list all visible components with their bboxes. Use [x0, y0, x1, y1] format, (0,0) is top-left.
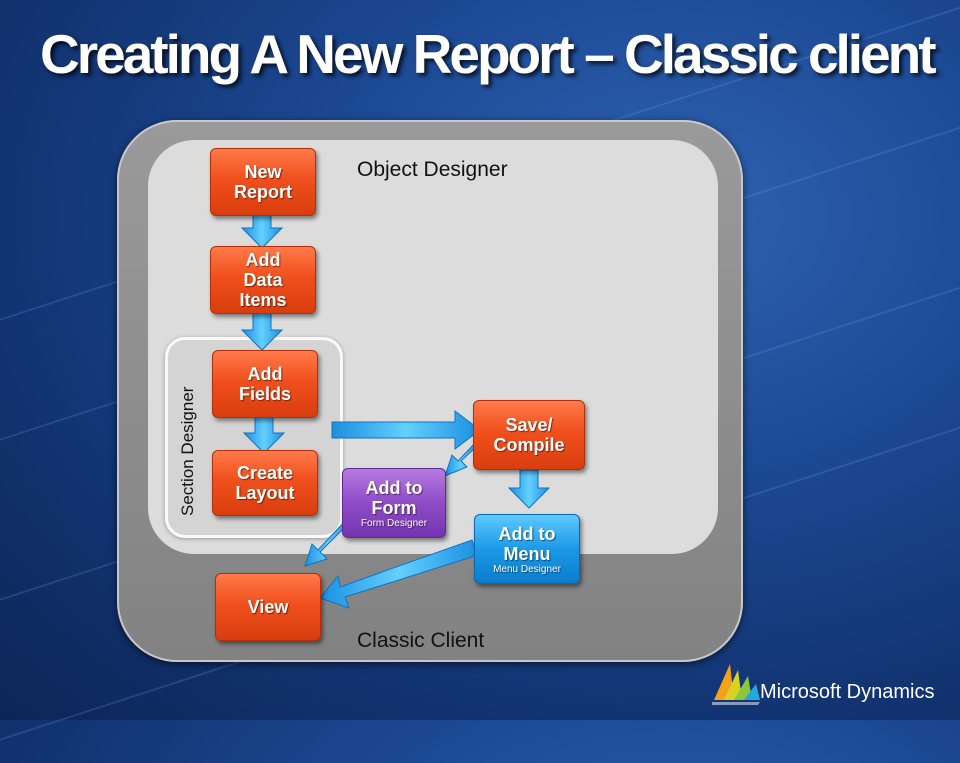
microsoft-dynamics-logo-icon	[712, 664, 760, 705]
step-create-layout: Create Layout	[212, 450, 318, 516]
step-new-report-label: New Report	[234, 162, 292, 202]
step-view: View	[215, 573, 321, 641]
step-create-layout-label: Create Layout	[235, 463, 295, 503]
step-save-compile-label: Save/ Compile	[493, 415, 565, 455]
step-add-data-items-label: Add Data Items	[239, 250, 287, 310]
microsoft-dynamics-logo-text: Microsoft Dynamics	[760, 681, 935, 703]
arrow-add-to-form-to-view	[304, 519, 351, 567]
step-add-to-form: Add to Form Form Designer	[342, 468, 446, 538]
arrow-add-fields-to-create-layout	[242, 415, 286, 454]
flow-arrows	[240, 209, 551, 609]
step-add-to-menu-label: Add to Menu	[498, 523, 556, 564]
step-add-fields-label: Add Fields	[238, 364, 291, 404]
classic-client-label: Classic Client	[357, 629, 485, 652]
arrow-layout-to-save-compile	[331, 409, 481, 451]
slide-title: Creating A New Report – Classic client	[40, 23, 937, 85]
arrow-add-data-items-to-add-fields	[240, 311, 284, 351]
step-view-label: View	[247, 597, 289, 617]
menu-designer-label: Menu Designer	[493, 563, 561, 575]
step-add-data-items: Add Data Items	[210, 246, 316, 314]
step-new-report: New Report	[210, 148, 316, 216]
form-designer-label: Form Designer	[360, 517, 428, 529]
step-save-compile: Save/ Compile	[473, 400, 585, 470]
object-designer-label: Object Designer	[357, 158, 508, 181]
arrow-save-compile-to-add-to-menu	[507, 469, 551, 509]
arrow-add-to-menu-to-view	[319, 539, 479, 609]
step-add-fields: Add Fields	[212, 350, 318, 418]
step-add-to-form-label: Add to Form	[365, 477, 423, 518]
step-add-to-menu: Add to Menu Menu Designer	[474, 514, 580, 584]
arrow-save-compile-to-add-to-form	[444, 443, 478, 477]
